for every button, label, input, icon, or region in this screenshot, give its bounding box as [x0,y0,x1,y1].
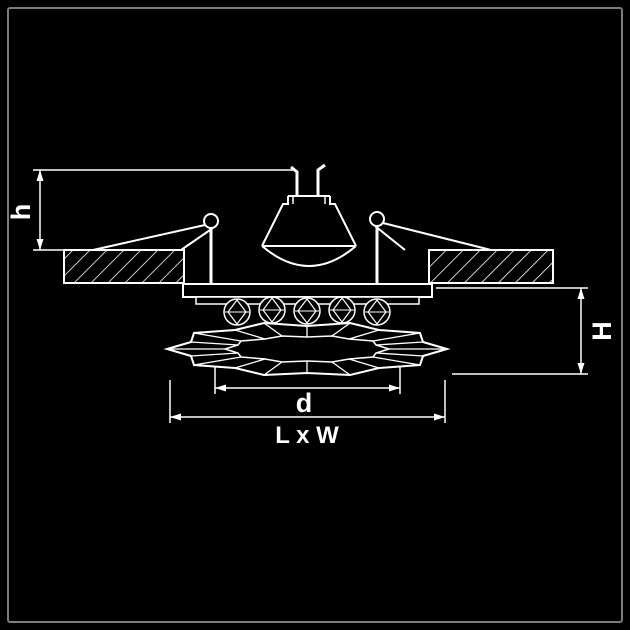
dim-d-label: d [296,388,313,418]
arrow-left-icon [215,384,226,392]
dim-h-above-ceiling: h [6,169,293,251]
power-wires [290,163,326,196]
lamp-body [261,195,357,267]
crystal-bead [293,297,321,325]
spring-clip-left [92,213,219,285]
crystal-bead [328,296,356,324]
dim-h-below-ceiling: H [436,287,617,375]
arrow-up-icon [577,288,585,299]
dim-lxw-label: L x W [275,422,339,449]
arrow-up-icon [36,170,44,181]
crystal-beads [223,296,391,326]
dim-l-x-w: L x W [169,380,446,449]
dim-d-diameter: d [214,366,401,418]
dim-h-above-label: h [6,204,36,221]
crystal-bead [223,298,251,326]
arrow-right-icon [434,413,445,421]
crystal-bead [363,298,391,326]
crystal-ring [163,321,451,377]
ceiling-section-right [428,249,554,284]
dim-h-below-label: H [587,321,617,341]
arrow-right-icon [389,384,400,392]
arrow-down-icon [36,239,44,250]
ceiling-section-left [63,249,185,284]
arrow-down-icon [577,363,585,374]
frame-border [7,7,623,623]
arrow-left-icon [170,413,181,421]
spring-clip-right [369,211,492,285]
crystal-bead [258,296,286,324]
